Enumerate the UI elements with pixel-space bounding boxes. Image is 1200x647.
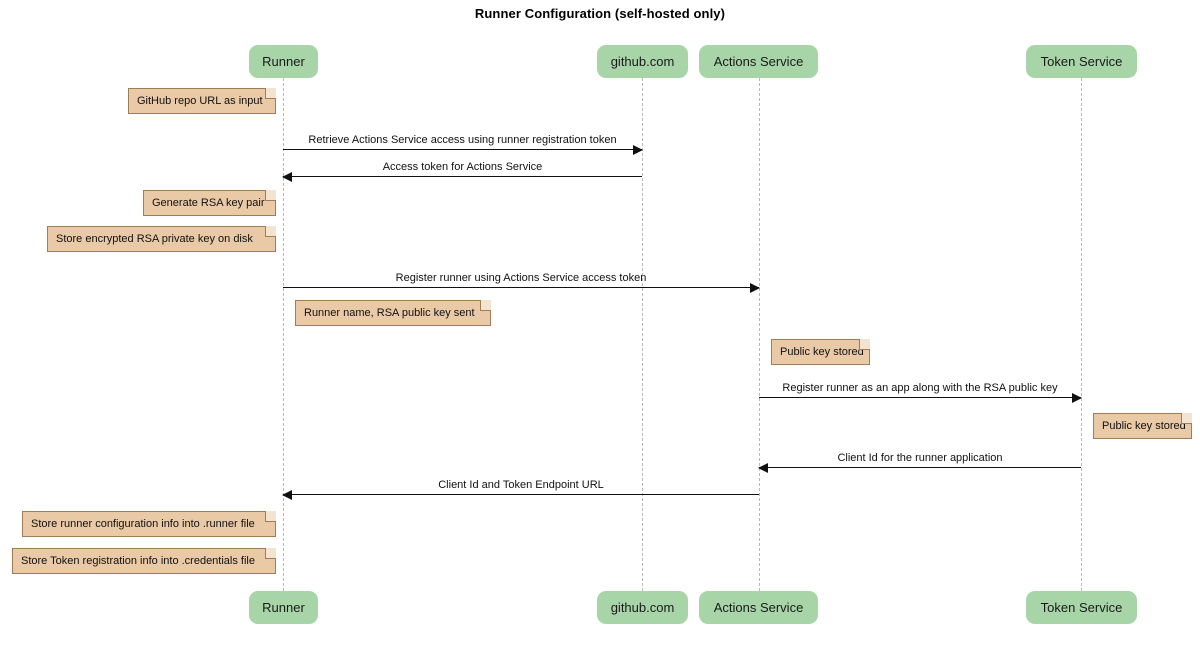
note-public-key-actions: Public key stored	[771, 339, 870, 365]
arrowhead-icon	[282, 171, 292, 182]
lifeline-token	[1081, 78, 1082, 591]
message-label: Register runner as an app along with the…	[782, 382, 1058, 394]
note-text: Store Token registration info into .cred…	[21, 554, 255, 567]
participant-label: Runner	[262, 54, 305, 69]
note-text: GitHub repo URL as input	[137, 94, 263, 107]
participant-github-bottom[interactable]: github.com	[597, 591, 688, 624]
note-text: Public key stored	[1102, 419, 1186, 432]
message-label: Register runner using Actions Service ac…	[395, 272, 647, 284]
participant-actions-top[interactable]: Actions Service	[699, 45, 818, 78]
page-title: Runner Configuration (self-hosted only)	[474, 6, 726, 21]
message-line	[283, 176, 642, 177]
note-generate-rsa: Generate RSA key pair	[143, 190, 276, 216]
message-line	[283, 494, 759, 495]
note-text: Generate RSA key pair	[152, 196, 265, 209]
participant-label: Actions Service	[713, 600, 804, 615]
note-fold-corner-icon	[265, 190, 276, 201]
participant-github-top[interactable]: github.com	[597, 45, 688, 78]
note-fold-corner-icon	[265, 548, 276, 559]
note-text: Store encrypted RSA private key on disk	[56, 232, 253, 245]
participant-label: github.com	[610, 600, 675, 615]
message-label: Client Id for the runner application	[837, 452, 1003, 464]
participant-label: Token Service	[1040, 600, 1123, 615]
msg-register-runner: Register runner using Actions Service ac…	[283, 272, 760, 293]
msg-client-id-token-endpoint: Client Id and Token Endpoint URL	[282, 479, 759, 500]
msg-register-app-rsa: Register runner as an app along with the…	[759, 382, 1082, 403]
arrowhead-icon	[282, 489, 292, 500]
msg-retrieve-actions-access: Retrieve Actions Service access using ru…	[283, 134, 643, 155]
lifeline-runner	[283, 78, 284, 591]
msg-client-id-runner-app: Client Id for the runner application	[758, 452, 1081, 473]
participant-label: Runner	[262, 600, 305, 615]
message-line	[283, 149, 642, 150]
note-fold-corner-icon	[859, 339, 870, 350]
arrowhead-icon	[750, 282, 760, 293]
message-label: Retrieve Actions Service access using ru…	[308, 134, 617, 146]
note-store-runner-file: Store runner configuration info into .ru…	[22, 511, 276, 537]
note-public-key-token: Public key stored	[1093, 413, 1192, 439]
participant-token-top[interactable]: Token Service	[1026, 45, 1137, 78]
participant-runner-bottom[interactable]: Runner	[249, 591, 318, 624]
note-fold-corner-icon	[480, 300, 491, 311]
note-text: Public key stored	[780, 345, 864, 358]
message-line	[759, 397, 1081, 398]
note-fold-corner-icon	[1181, 413, 1192, 424]
message-line	[759, 467, 1081, 468]
message-label: Access token for Actions Service	[382, 161, 543, 173]
note-text: Runner name, RSA public key sent	[304, 306, 475, 319]
note-fold-corner-icon	[265, 511, 276, 522]
arrowhead-icon	[758, 462, 768, 473]
note-fold-corner-icon	[265, 226, 276, 237]
arrowhead-icon	[1072, 392, 1082, 403]
participant-label: github.com	[610, 54, 675, 69]
participant-label: Token Service	[1040, 54, 1123, 69]
lifeline-github	[642, 78, 643, 591]
participant-runner-top[interactable]: Runner	[249, 45, 318, 78]
participant-label: Actions Service	[713, 54, 804, 69]
message-line	[283, 287, 759, 288]
note-text: Store runner configuration info into .ru…	[31, 517, 255, 530]
arrowhead-icon	[633, 144, 643, 155]
message-label: Client Id and Token Endpoint URL	[438, 479, 604, 491]
note-store-private-key: Store encrypted RSA private key on disk	[47, 226, 276, 252]
note-github-repo-url: GitHub repo URL as input	[128, 88, 276, 114]
participant-token-bottom[interactable]: Token Service	[1026, 591, 1137, 624]
note-runner-name-key: Runner name, RSA public key sent	[295, 300, 491, 326]
note-fold-corner-icon	[265, 88, 276, 99]
note-store-credentials: Store Token registration info into .cred…	[12, 548, 276, 574]
msg-access-token: Access token for Actions Service	[282, 161, 642, 182]
participant-actions-bottom[interactable]: Actions Service	[699, 591, 818, 624]
lifeline-actions	[759, 78, 760, 591]
